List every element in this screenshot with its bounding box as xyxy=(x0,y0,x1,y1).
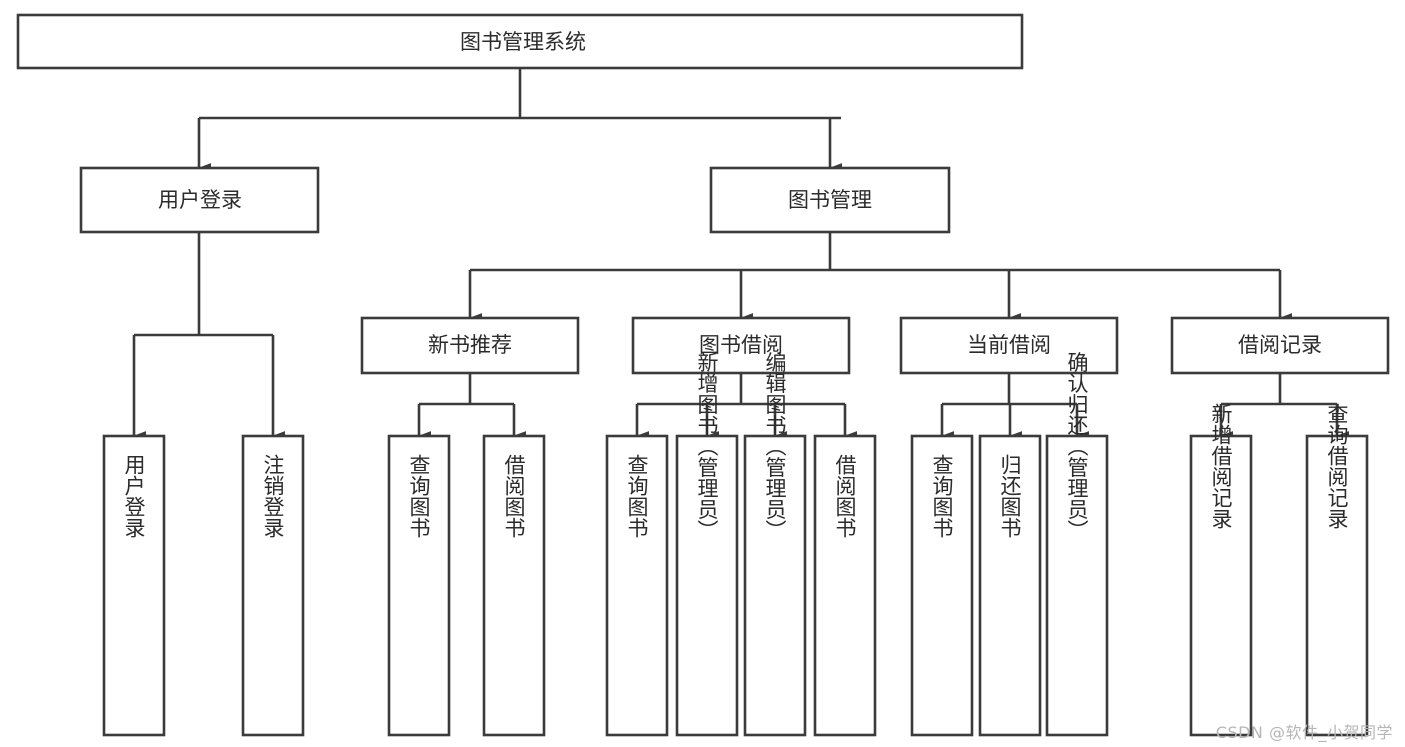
node-book-manage-box xyxy=(709,166,951,234)
node-leaf-add-borrow-record-label: 新增借阅记录 xyxy=(1209,403,1233,529)
node-leaf-query-borrow-record[interactable]: 查询借阅记录 xyxy=(1305,403,1369,737)
node-new-book-recommend-box xyxy=(360,316,580,375)
node-book-borrow[interactable]: 图书借阅 xyxy=(631,316,851,375)
node-book-manage[interactable]: 图书管理 xyxy=(709,166,951,234)
node-borrow-record-box xyxy=(1170,316,1390,375)
node-user-login-box xyxy=(79,166,320,234)
node-leaf-borrow-book-recommend-box xyxy=(482,434,546,737)
node-new-book-recommend[interactable]: 新书推荐 xyxy=(360,316,580,375)
node-leaf-borrow-book-recommend-label: 借阅图书 xyxy=(502,454,526,538)
node-leaf-borrow-book[interactable]: 借阅图书 xyxy=(813,434,877,737)
node-current-borrow-label: 当前借阅 xyxy=(967,333,1051,357)
node-leaf-query-borrow-record-label: 查询借阅记录 xyxy=(1325,403,1349,529)
csdn-watermark: CSDN @软件_小贺同学 xyxy=(1215,723,1393,742)
node-leaf-user-login[interactable]: 用户登录 xyxy=(102,434,166,737)
node-leaf-query-borrow-record-box xyxy=(1305,434,1369,737)
node-borrow-record-label: 借阅记录 xyxy=(1238,333,1322,357)
node-root[interactable]: 图书管理系统 xyxy=(16,13,1024,70)
node-user-login[interactable]: 用户登录 xyxy=(79,166,320,234)
node-leaf-user-logout[interactable]: 注销登录 xyxy=(241,434,305,737)
node-leaf-confirm-return-admin-box xyxy=(1045,434,1109,737)
node-current-borrow[interactable]: 当前借阅 xyxy=(899,316,1119,375)
node-leaf-query-book-current-box xyxy=(910,434,974,737)
edge-group-book-borrow xyxy=(635,373,857,441)
node-leaf-add-book-admin-box xyxy=(675,434,739,737)
node-book-borrow-box xyxy=(631,316,851,375)
node-leaf-query-book-current[interactable]: 查询图书 xyxy=(910,434,974,737)
edge-group-borrow-record xyxy=(1219,373,1349,441)
edge-group-root xyxy=(197,68,842,173)
node-new-book-recommend-label: 新书推荐 xyxy=(428,333,512,357)
edge-group-user-login xyxy=(132,232,285,441)
node-leaf-query-book-borrow[interactable]: 查询图书 xyxy=(605,434,669,737)
node-book-borrow-label: 图书借阅 xyxy=(699,333,783,357)
node-leaf-confirm-return-admin-label: 确认归还（管理员） xyxy=(1065,352,1089,541)
node-leaf-borrow-book-label: 借阅图书 xyxy=(833,454,857,538)
node-leaf-user-login-box xyxy=(102,434,166,737)
edge-group-new-book-recommend xyxy=(417,373,526,441)
node-leaf-return-book-box xyxy=(978,434,1042,737)
node-leaf-borrow-book-recommend[interactable]: 借阅图书 xyxy=(482,434,546,737)
node-leaf-edit-book-admin[interactable]: 编辑图书（管理员） xyxy=(743,352,807,737)
node-leaf-add-borrow-record-box xyxy=(1189,434,1253,737)
node-root-box xyxy=(16,13,1024,70)
node-leaf-add-book-admin-label: 新增图书（管理员） xyxy=(695,352,719,541)
node-borrow-record[interactable]: 借阅记录 xyxy=(1170,316,1390,375)
node-leaf-query-book-recommend[interactable]: 查询图书 xyxy=(387,434,451,737)
node-current-borrow-box xyxy=(899,316,1119,375)
node-leaf-query-book-borrow-box xyxy=(605,434,669,737)
node-leaf-query-book-borrow-label: 查询图书 xyxy=(625,454,649,538)
edge-group-current-borrow xyxy=(940,373,1089,441)
node-root-label: 图书管理系统 xyxy=(460,30,586,54)
node-leaf-user-logout-label: 注销登录 xyxy=(261,454,285,538)
node-leaf-edit-book-admin-label: 编辑图书（管理员） xyxy=(763,352,787,541)
node-leaf-edit-book-admin-box xyxy=(743,434,807,737)
node-leaf-add-borrow-record[interactable]: 新增借阅记录 xyxy=(1189,403,1253,737)
node-leaf-query-book-current-label: 查询图书 xyxy=(930,454,954,538)
node-leaf-add-book-admin[interactable]: 新增图书（管理员） xyxy=(675,352,739,737)
node-user-login-label: 用户登录 xyxy=(158,188,242,212)
edge-group-book-manage xyxy=(468,232,1292,323)
node-book-manage-label: 图书管理 xyxy=(788,188,872,212)
node-leaf-query-book-recommend-box xyxy=(387,434,451,737)
node-leaf-return-book-label: 归还图书 xyxy=(998,454,1022,538)
node-leaf-return-book[interactable]: 归还图书 xyxy=(978,434,1042,737)
node-leaf-confirm-return-admin[interactable]: 确认归还（管理员） xyxy=(1045,352,1109,737)
node-leaf-user-logout-box xyxy=(241,434,305,737)
node-leaf-borrow-book-box xyxy=(813,434,877,737)
node-leaf-query-book-recommend-label: 查询图书 xyxy=(407,454,431,538)
node-leaf-user-login-label: 用户登录 xyxy=(122,454,146,538)
